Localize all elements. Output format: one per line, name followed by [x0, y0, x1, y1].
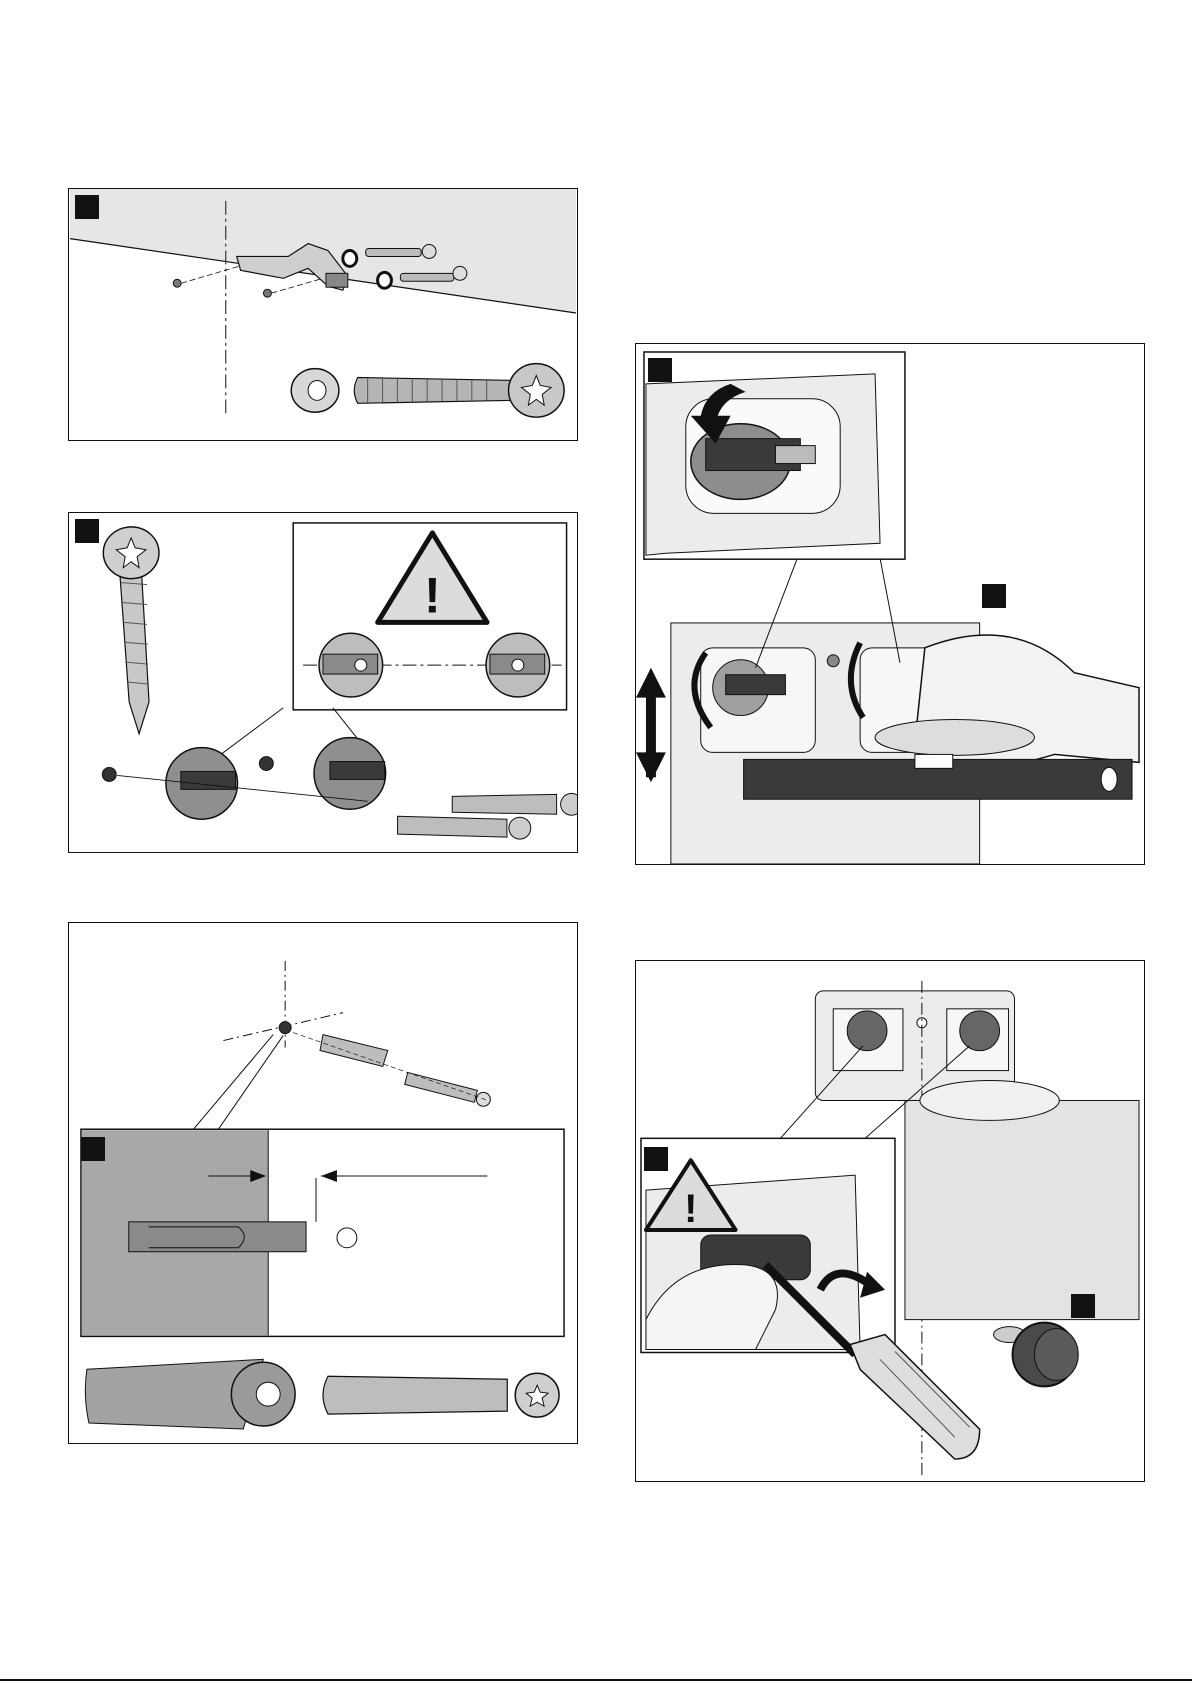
footer-rule [0, 1679, 1192, 1681]
screw-tighten-illustration: ! [636, 961, 1144, 1481]
step-badge [1071, 1294, 1095, 1318]
warning-exclamation-2: ! [684, 1187, 697, 1231]
step-badge [75, 195, 99, 219]
step-badge [644, 1147, 668, 1171]
step-badge [982, 584, 1006, 608]
panel-screw-tightening: ! [635, 960, 1145, 1482]
step-badge [81, 1137, 105, 1161]
panel-level-adjustment [635, 343, 1145, 865]
panel-dowel-installation [68, 922, 578, 1444]
vertical-double-arrow-icon [636, 668, 666, 698]
level-adjust-illustration [636, 344, 1144, 864]
dowel-illustration [69, 923, 577, 1443]
step-badge [75, 519, 99, 543]
panel-bracket-mounting [68, 188, 578, 441]
panel-eccentric-mounting: ! [68, 512, 578, 853]
bracket-illustration [69, 189, 577, 440]
warning-exclamation: ! [424, 567, 441, 623]
step-badge [648, 358, 672, 382]
eccentric-illustration: ! [69, 513, 577, 852]
